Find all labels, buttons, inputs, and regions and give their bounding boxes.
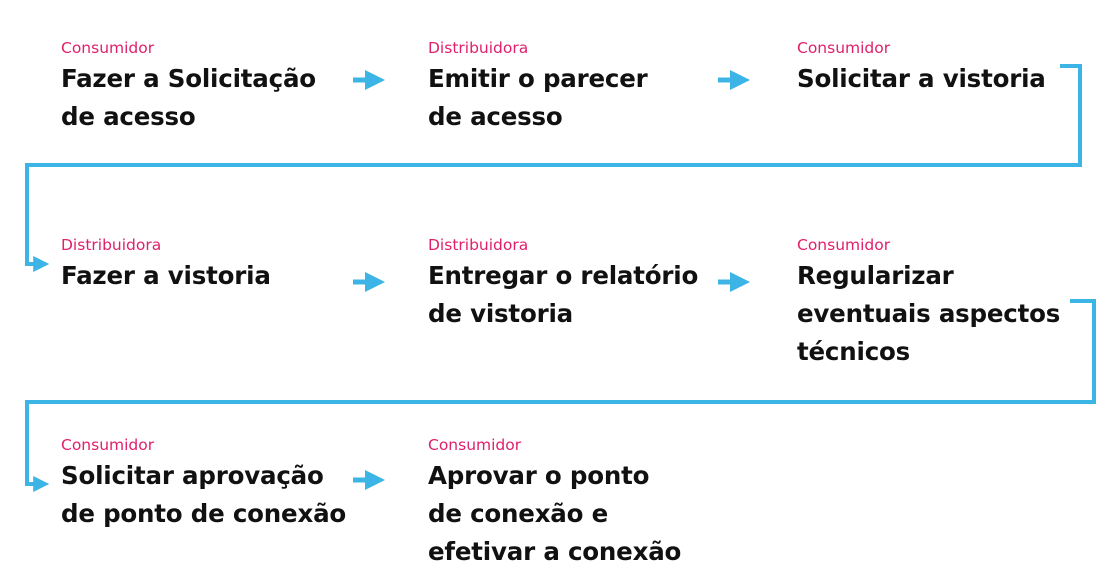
step-title: Fazer a vistoria (61, 261, 271, 290)
step-5: Distribuidora Entregar o relatório de vi… (428, 235, 728, 333)
wrap-connector-row2 (25, 299, 1096, 492)
step-title: Regularizar eventuais aspectos técnicos (797, 261, 1061, 366)
step-role: Distribuidora (428, 236, 529, 254)
step-role: Consumidor (797, 236, 891, 254)
step-role: Consumidor (428, 436, 522, 454)
step-role: Distribuidora (61, 236, 162, 254)
step-title: Solicitar a vistoria (797, 64, 1046, 93)
step-title: Fazer a Solicitação de acesso (61, 64, 316, 131)
step-7: Consumidor Solicitar aprovação de ponto … (61, 435, 361, 533)
step-4: Distribuidora Fazer a vistoria (61, 235, 361, 295)
step-role: Distribuidora (428, 39, 529, 57)
step-role: Consumidor (61, 39, 155, 57)
step-title: Aprovar o ponto de conexão e efetivar a … (428, 461, 682, 566)
step-1: Consumidor Fazer a Solicitação de acesso (61, 38, 361, 136)
step-title: Entregar o relatório de vistoria (428, 261, 699, 328)
step-6: Consumidor Regularizar eventuais aspecto… (797, 235, 1097, 371)
step-role: Consumidor (797, 39, 891, 57)
step-2: Distribuidora Emitir o parecer de acesso (428, 38, 728, 136)
step-8: Consumidor Aprovar o ponto de conexão e … (428, 435, 728, 571)
step-title: Solicitar aprovação de ponto de conexão (61, 461, 347, 528)
wrap-connector-row1 (25, 64, 1082, 272)
step-role: Consumidor (61, 436, 155, 454)
step-3: Consumidor Solicitar a vistoria (797, 38, 1097, 98)
step-title: Emitir o parecer de acesso (428, 64, 648, 131)
